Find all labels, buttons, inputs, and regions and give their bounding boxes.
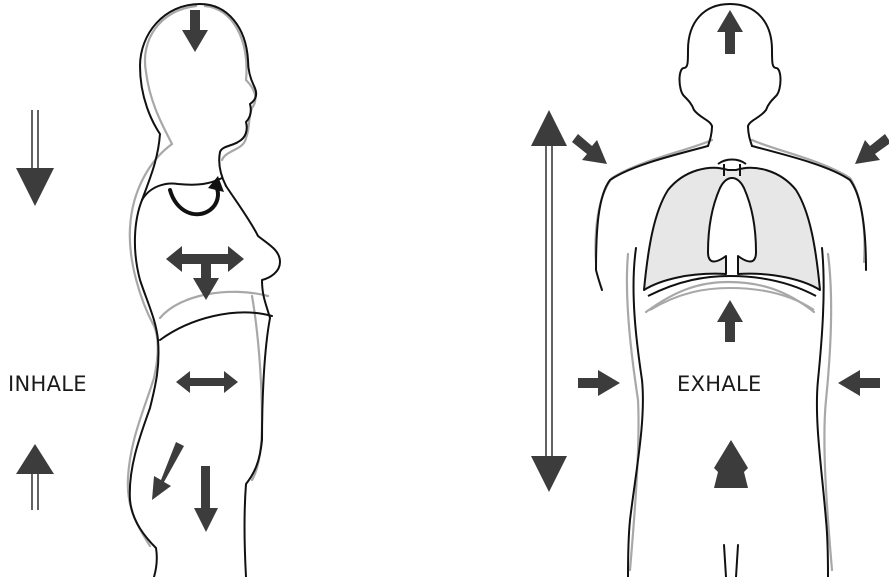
abdomen-up-arrow [714,440,748,488]
side-view-abdomen-front [245,318,271,577]
abdomen-expand-arrow [176,371,238,393]
front-view-legs-gap [724,545,738,577]
diaphragm-down-arrow [193,262,219,300]
side-view-shoulder [142,178,222,200]
front-view-shoulders [596,146,866,290]
long-vertical-arrow-shaft [546,140,552,460]
lungs-shape [644,168,820,290]
long-vertical-arrow-top [531,110,567,146]
side-view-exhale-outline [128,6,256,546]
left-waist-inward-arrow [578,370,620,396]
big-up-arrow-head [16,444,54,474]
shoulder-rotation-arrow [170,186,218,214]
head-up-arrow [717,10,743,54]
long-vertical-arrow-bottom [531,456,567,492]
lungs [644,160,820,311]
diaphragm-up-arrow [717,300,743,342]
right-waist-inward-arrow [838,370,880,396]
front-view-torso-right [817,248,828,577]
pelvis-down-left-arrow [152,442,184,500]
front-view-arrows [531,10,889,492]
right-shoulder-inward-arrow [855,134,889,164]
big-down-arrow-head [16,168,54,206]
left-shoulder-inward-arrow [572,134,607,164]
inhale-label: INHALE [8,372,87,396]
pelvis-down-arrow [194,466,218,532]
front-view-torso-left [628,248,643,577]
head-down-arrow [182,10,208,52]
side-view-torso-back [130,200,159,577]
front-view-figure [596,4,866,577]
exhale-label: EXHALE [677,372,762,396]
